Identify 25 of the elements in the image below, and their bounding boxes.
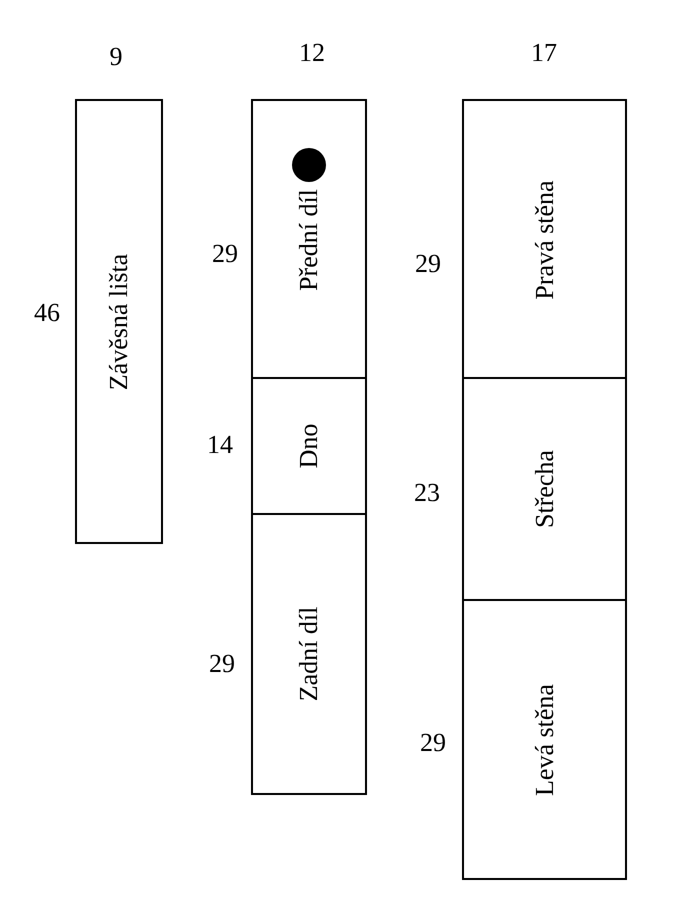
height-dimension: 29: [415, 249, 441, 279]
height-dimension: 14: [207, 430, 233, 460]
width-dimension: 12: [299, 38, 325, 68]
hole-dot: [292, 148, 326, 182]
panel-name: Přední díl: [294, 188, 324, 290]
panel-box: [251, 377, 367, 515]
panel-box: [462, 377, 627, 601]
width-dimension: 9: [110, 42, 122, 72]
panel-name: Dno: [294, 424, 324, 468]
panel-box: [251, 99, 367, 380]
height-dimension: 29: [209, 649, 235, 679]
height-dimension: 29: [420, 728, 446, 758]
panel-box: [251, 513, 367, 795]
panel-name: Závěsná lišta: [104, 253, 134, 390]
height-dimension: 46: [34, 298, 60, 328]
panel-name: Střecha: [530, 450, 560, 528]
height-dimension: 23: [414, 478, 440, 508]
panel-name: Zadní díl: [294, 606, 324, 702]
panel-box: [462, 599, 627, 880]
panel-box: [462, 99, 627, 380]
height-dimension: 29: [212, 239, 238, 269]
panel-name: Pravá stěna: [530, 180, 560, 300]
width-dimension: 17: [531, 38, 557, 68]
panel-name: Levá stěna: [530, 684, 560, 796]
panel-box: [75, 99, 163, 544]
